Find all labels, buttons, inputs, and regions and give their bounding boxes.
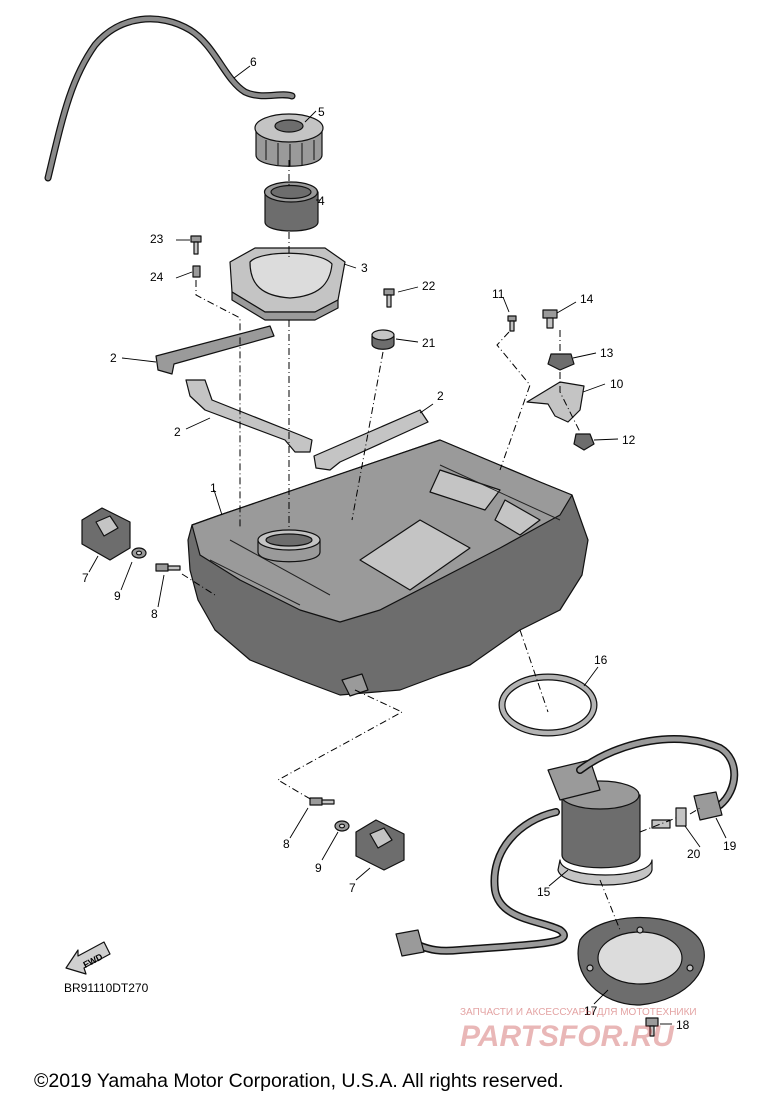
callout-22: 22 [422,279,436,293]
callout-1: 1 [210,481,217,495]
part-damper-2-right [313,409,429,471]
callout-2-middle: 2 [174,425,181,439]
callout-5: 5 [318,105,325,119]
part-nut-13 [547,353,575,371]
part-washer-9-lower [334,820,350,832]
part-oring-16 [498,673,598,737]
callout-17: 17 [584,1004,598,1018]
callout-7-upper: 7 [82,571,89,585]
callout-7-lower: 7 [349,881,356,895]
leader-lines [88,65,727,1025]
callout-9-upper: 9 [114,589,121,603]
part-grommet-21 [371,329,395,350]
callout-2-right: 2 [437,389,444,403]
part-nut-12 [573,433,595,451]
callout-8-lower: 8 [283,837,290,851]
part-fuel-tank [187,439,589,697]
part-breather-hose [44,15,296,182]
part-fuel-cap [254,113,324,167]
callout-19: 19 [723,839,737,853]
part-clip-20 [675,807,687,827]
part-connector-19 [693,791,723,821]
part-damper-2-upper [155,325,275,375]
part-damper-2-middle [185,379,313,453]
part-damper-7-upper [81,507,131,561]
watermark: ЗАПЧАСТИ И АКСЕССУАРЫ ДЛЯ МОТОТЕХНИКИ PA… [460,1007,697,1053]
callout-21: 21 [422,336,436,350]
part-bracket-10 [526,381,585,423]
callout-8-upper: 8 [151,607,158,621]
part-bolt-23 [190,235,202,255]
assembly-lines [181,160,701,931]
callout-23: 23 [150,232,164,246]
callout-14: 14 [580,292,594,306]
part-damper-7-lower [355,819,405,871]
callout-11: 11 [492,287,505,301]
part-bolt-14 [542,309,558,329]
callout-20: 20 [687,847,701,861]
part-fuel-pump [395,735,739,957]
part-collar-24 [192,265,201,278]
callout-15: 15 [537,885,551,899]
callout-24: 24 [150,270,164,284]
copyright-notice: ©2019 Yamaha Motor Corporation, U.S.A. A… [34,1070,564,1092]
callout-9-lower: 9 [315,861,322,875]
part-bolt-8-upper [155,563,181,572]
part-cap-bracket [229,247,346,321]
callout-10: 10 [610,377,624,391]
callout-18: 18 [676,1018,690,1032]
fwd-direction-arrow: FWD [65,941,111,975]
part-bolt-8-lower [309,797,335,806]
watermark-tagline: ЗАПЧАСТИ И АКСЕССУАРЫ ДЛЯ МОТОТЕХНИКИ [460,1007,697,1018]
callout-4: 4 [318,194,325,208]
part-bolt-11 [507,315,517,332]
callout-3: 3 [361,261,368,275]
part-screw-18 [645,1017,659,1037]
callout-numbers: 6 5 4 23 24 3 22 11 14 21 13 2 10 2 2 12… [82,55,737,1032]
callout-13: 13 [600,346,614,360]
callout-6: 6 [250,55,257,69]
part-filler-neck [263,181,319,232]
diagram-code: BR91110DT270 [64,981,149,995]
part-washer-9-upper [131,547,147,559]
callout-12: 12 [622,433,636,447]
callout-2-upper: 2 [110,351,117,365]
callout-16: 16 [594,653,608,667]
watermark-logo: PARTSFOR.RU [460,1020,675,1053]
part-retainer-17 [577,917,705,1006]
part-bolt-22 [383,288,395,308]
